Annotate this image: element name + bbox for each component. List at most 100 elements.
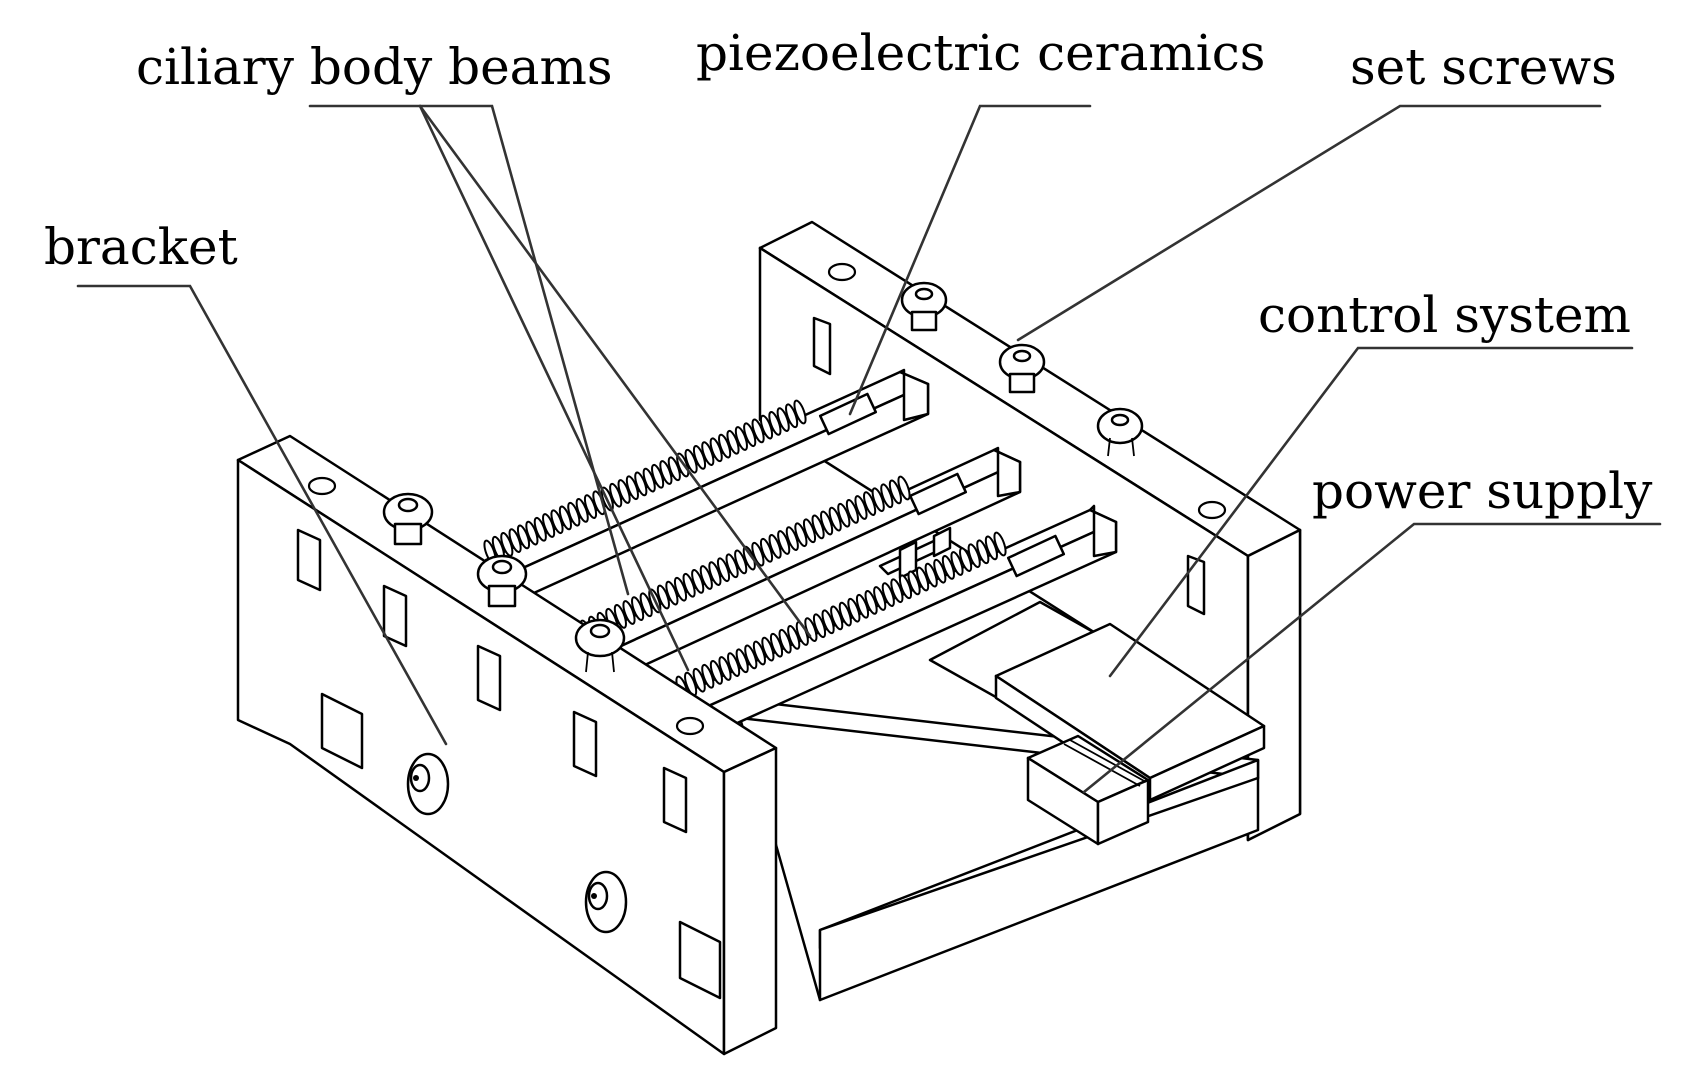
- leader-piezo: [848, 104, 1092, 416]
- leader-set-screws: [1016, 104, 1602, 342]
- set-screw-icon: [574, 618, 626, 673]
- cilium-tooth: [776, 407, 790, 432]
- cilium-tooth: [583, 494, 598, 519]
- slot-icon: [1186, 554, 1206, 616]
- cilium-tooth: [907, 570, 921, 596]
- ciliary-beam-3: [675, 504, 1118, 740]
- cilium-tooth: [855, 593, 870, 619]
- power-supply-box: [1026, 734, 1150, 846]
- cilium-tooth: [785, 403, 799, 429]
- cilia-teeth: [675, 531, 1007, 701]
- cilium-tooth: [898, 574, 913, 600]
- bolt-hole-icon: [406, 752, 450, 816]
- cilium-tooth: [691, 569, 705, 594]
- cilium-tooth: [542, 513, 556, 538]
- cilium-tooth: [794, 522, 808, 548]
- cilium-tooth: [752, 640, 766, 666]
- cilium-tooth: [793, 399, 807, 425]
- cilium-tooth: [617, 479, 631, 504]
- cilium-tooth: [959, 547, 973, 572]
- cilium-tooth: [609, 482, 623, 508]
- cilium-tooth: [845, 499, 859, 524]
- cilium-tooth: [701, 663, 715, 689]
- mount-hole-icon: [675, 716, 705, 736]
- cilium-tooth: [550, 509, 564, 535]
- label-ciliary-body-beams: ciliary body beams: [136, 38, 613, 96]
- label-power-supply: power supply: [1312, 462, 1653, 520]
- cilium-tooth: [533, 516, 547, 542]
- cilium-tooth: [734, 549, 748, 575]
- cilium-tooth: [682, 572, 696, 598]
- set-screw-icon: [476, 554, 528, 608]
- cilium-tooth: [871, 487, 885, 513]
- front-bracket: [236, 434, 778, 1056]
- label-bracket: bracket: [44, 218, 238, 276]
- cilium-tooth: [692, 445, 707, 470]
- coupling-parts: [878, 526, 952, 580]
- cilium-tooth: [709, 660, 723, 685]
- cilium-tooth: [863, 491, 877, 516]
- cilium-tooth: [558, 505, 572, 531]
- cilium-tooth: [622, 600, 636, 625]
- piezo-ceramic-1: [818, 392, 878, 436]
- cilium-tooth: [718, 433, 732, 459]
- cilium-tooth: [873, 586, 887, 611]
- cilium-tooth: [759, 414, 774, 440]
- cilium-tooth: [634, 471, 648, 497]
- piezo-ceramic-3: [1006, 534, 1066, 578]
- cilium-tooth: [651, 463, 665, 489]
- labels: ciliary body beams piezoelectric ceramic…: [44, 24, 1653, 520]
- cilium-tooth: [777, 530, 791, 555]
- leader-ciliary-3: [418, 104, 812, 638]
- cilium-tooth: [838, 601, 852, 627]
- label-control-system: control system: [1258, 286, 1631, 344]
- mount-hole-icon: [1197, 500, 1227, 520]
- front-set-screws: [382, 492, 626, 673]
- cilium-tooth: [821, 609, 835, 635]
- cilium-tooth: [768, 534, 782, 559]
- cilium-tooth: [811, 514, 825, 540]
- cilium-tooth: [890, 578, 904, 604]
- cilium-tooth: [725, 553, 739, 579]
- cilium-tooth: [718, 656, 732, 681]
- cilium-tooth: [625, 475, 639, 501]
- label-set-screws: set screws: [1350, 38, 1617, 96]
- cilium-tooth: [933, 558, 947, 584]
- label-piezoelectric-ceramics: piezoelectric ceramics: [696, 24, 1265, 82]
- leader-power-supply: [1082, 522, 1662, 794]
- cilium-tooth: [778, 628, 792, 654]
- slot-icon: [382, 584, 408, 648]
- mount-hole-icon: [827, 262, 857, 282]
- cilium-tooth: [880, 483, 894, 509]
- slot-icon: [476, 644, 502, 712]
- cilium-tooth: [769, 632, 784, 658]
- cilium-tooth: [508, 528, 522, 553]
- cilium-tooth: [785, 526, 799, 551]
- leader-bracket: [76, 284, 448, 746]
- leader-control-system: [1108, 346, 1634, 678]
- cilium-tooth: [667, 456, 681, 482]
- cilium-tooth: [830, 605, 844, 631]
- cilium-tooth: [976, 539, 990, 565]
- cilium-tooth: [916, 566, 930, 592]
- piezo-ceramic-2: [908, 472, 968, 516]
- cilia-teeth: [579, 475, 911, 645]
- cilium-tooth: [656, 584, 670, 610]
- mount-hole-icon: [307, 476, 337, 496]
- cilium-tooth: [759, 537, 774, 563]
- leader-lines: [76, 104, 1662, 794]
- slot-icon: [812, 316, 832, 376]
- cilium-tooth: [673, 576, 688, 602]
- cilium-tooth: [692, 667, 706, 693]
- cilium-tooth: [751, 541, 765, 567]
- cilium-tooth: [993, 531, 1007, 557]
- cilium-tooth: [828, 506, 842, 532]
- cilium-tooth: [744, 644, 758, 670]
- cilium-tooth: [743, 422, 757, 448]
- leader-ciliary-2: [418, 104, 690, 672]
- cilium-tooth: [847, 597, 861, 623]
- cilium-tooth: [820, 510, 834, 536]
- cilium-tooth: [881, 582, 895, 607]
- cilium-tooth: [897, 475, 911, 501]
- cilium-tooth: [708, 561, 722, 586]
